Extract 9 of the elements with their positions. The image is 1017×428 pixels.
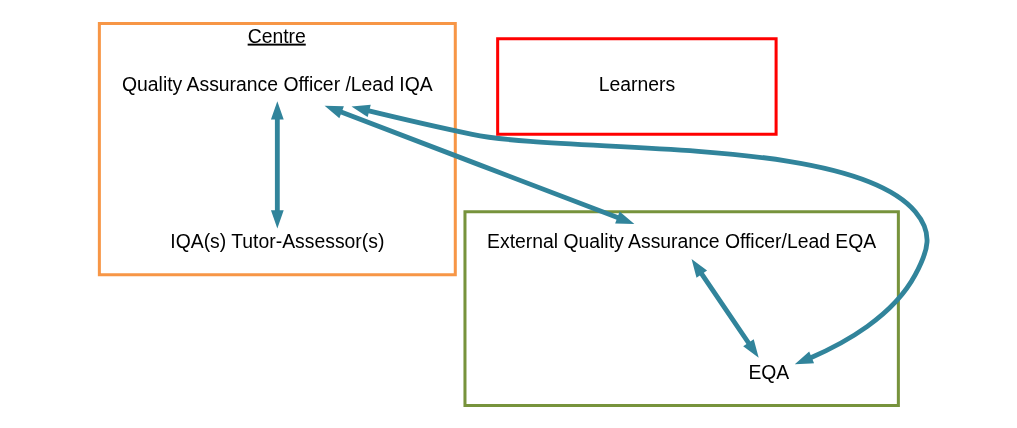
node-text: Quality Assurance Officer /Lead IQA	[122, 72, 433, 95]
arrow	[270, 100, 284, 228]
arrow	[691, 258, 759, 358]
node-text: EQA	[748, 360, 790, 383]
node-box: Learners	[496, 36, 778, 136]
node-text: IQA(s) Tutor-Assessor(s)	[170, 229, 385, 252]
node-text: External Quality Assurance Officer/Lead EQA	[487, 229, 877, 252]
arrow	[351, 104, 930, 364]
arrow	[324, 105, 635, 224]
